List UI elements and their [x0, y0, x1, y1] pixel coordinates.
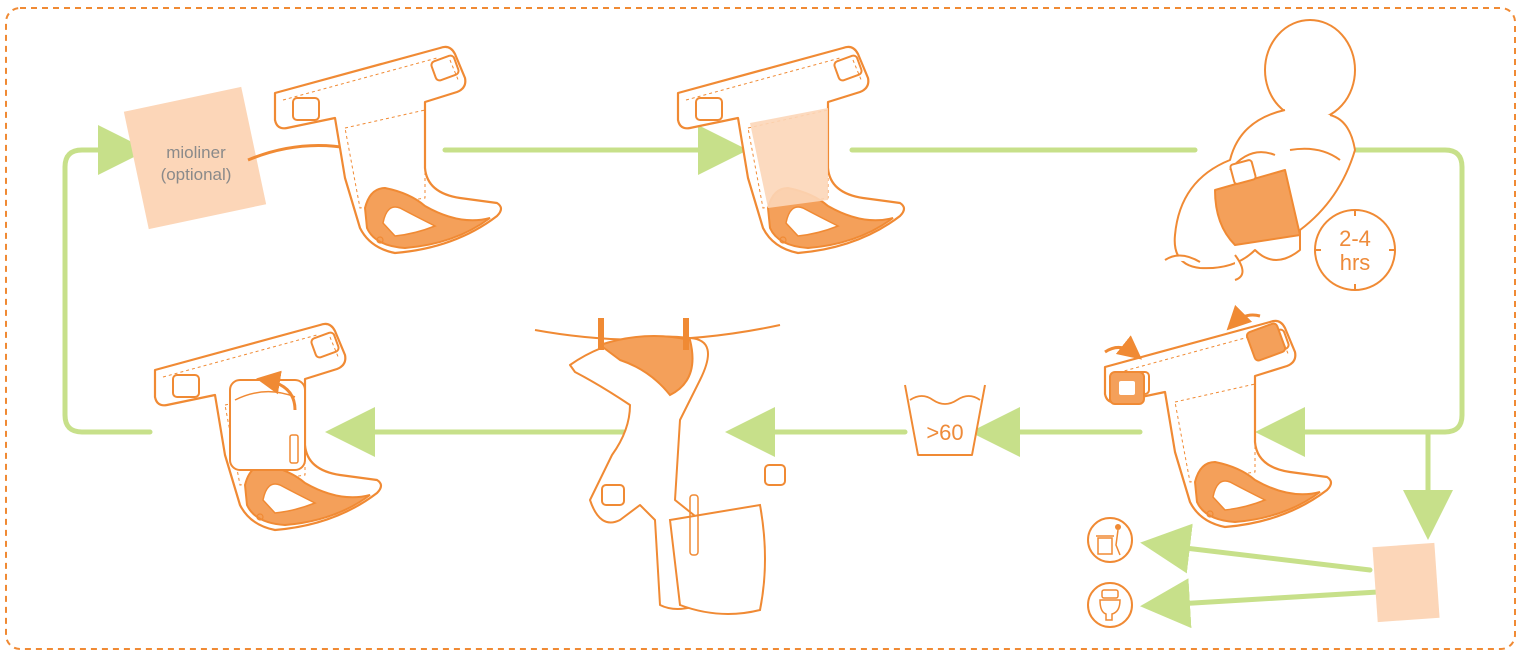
wash-temperature: >60 [926, 420, 963, 445]
wear-time-line2: hrs [1340, 250, 1371, 275]
toilet-icon [1088, 583, 1132, 627]
liner-label-line2: (optional) [161, 165, 232, 184]
mioliner-sheet-icon: mioliner (optional) [124, 87, 266, 229]
wash-basin-icon: >60 [905, 385, 985, 455]
bin-icon [1088, 518, 1132, 562]
used-liner-icon [1372, 543, 1439, 622]
clock-icon: 2-4 hrs [1315, 210, 1395, 290]
nappy-fold-icon [155, 324, 381, 530]
liner-label-line1: mioliner [166, 143, 226, 162]
wear-time-line1: 2-4 [1339, 226, 1371, 251]
washing-line-icon [535, 318, 785, 614]
nappy-unfasten-icon [1105, 315, 1331, 527]
